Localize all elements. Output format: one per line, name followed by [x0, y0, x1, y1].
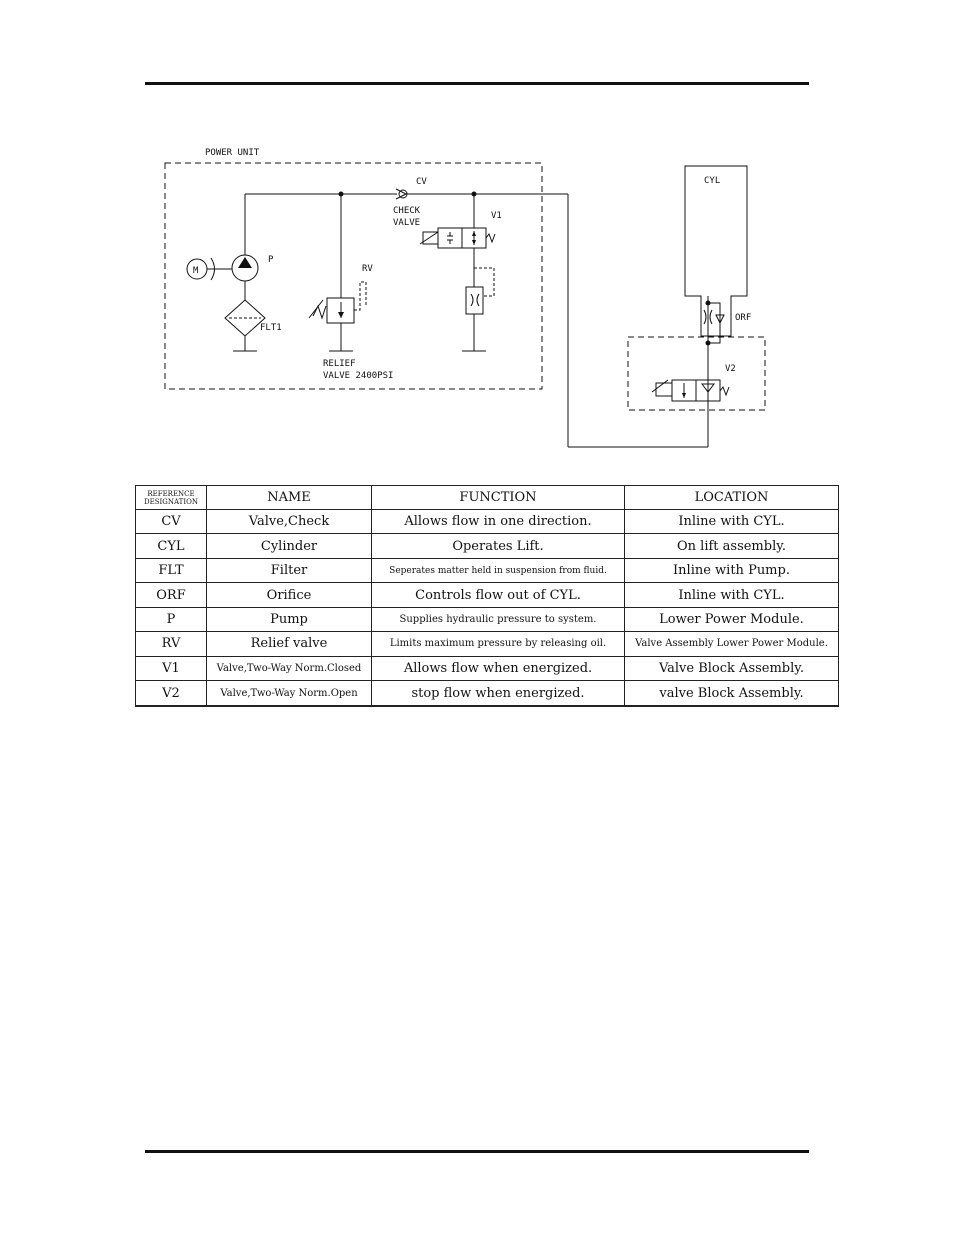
cell-function: Controls flow out of CYL. [371, 582, 625, 608]
cell-name: Pump [206, 606, 372, 633]
cell-ref: V2 [135, 680, 207, 708]
power-unit-boundary [164, 162, 543, 390]
cell-name: Cylinder [206, 533, 372, 559]
cell-function: Seperates matter held in suspension from… [371, 557, 625, 584]
cell-location: valve Block Assembly. [624, 680, 839, 708]
flt1-label: FLT1 [260, 323, 282, 333]
schematic-labels: POWER UNIT CV CHECK VALVE V1 P M FLT1 RV… [193, 148, 751, 381]
table-row: V1 Valve,Two-Way Norm.Closed Allows flow… [135, 655, 839, 682]
power-unit-label: POWER UNIT [205, 148, 260, 158]
table-row: CV Valve,Check Allows flow in one direct… [135, 508, 839, 535]
ref-header-line1: REFERENCE [147, 489, 195, 498]
cell-ref: CV [135, 508, 207, 535]
cell-location: Lower Power Module. [624, 606, 839, 633]
rv-label: RV [362, 264, 373, 274]
cell-function: Allows flow in one direction. [371, 508, 625, 535]
cell-location: Valve Block Assembly. [624, 655, 839, 682]
table-row: CYL Cylinder Operates Lift. On lift asse… [135, 533, 839, 559]
orf-label: ORF [735, 313, 751, 323]
v2-label: V2 [725, 364, 736, 374]
check-valve-label-2: VALVE [393, 218, 420, 228]
top-rule [145, 82, 809, 85]
cell-location: Inline with CYL. [624, 508, 839, 535]
cylinder-symbol [684, 165, 748, 337]
cell-location: Inline with Pump. [624, 557, 839, 584]
table-row: RV Relief valve Limits maximum pressure … [135, 631, 839, 657]
cell-location: Inline with CYL. [624, 582, 839, 608]
table-header-row: REFERENCE DESIGNATION NAME FUNCTION LOCA… [135, 485, 839, 510]
table-row: V2 Valve,Two-Way Norm.Open stop flow whe… [135, 680, 839, 708]
cell-location: On lift assembly. [624, 533, 839, 559]
cell-ref: CYL [135, 533, 207, 559]
cell-ref: P [135, 606, 207, 633]
col-header-location: LOCATION [624, 485, 839, 510]
table-row: FLT Filter Seperates matter held in susp… [135, 557, 839, 584]
cell-function: Limits maximum pressure by releasing oil… [371, 631, 625, 657]
cell-name: Valve,Check [206, 508, 372, 535]
v1-label: V1 [491, 211, 502, 221]
reference-table: REFERENCE DESIGNATION NAME FUNCTION LOCA… [135, 485, 839, 708]
m-label: M [193, 266, 199, 276]
cell-function: Operates Lift. [371, 533, 625, 559]
p-label: P [268, 255, 274, 265]
cell-ref: RV [135, 631, 207, 657]
ref-header-line2: DESIGNATION [144, 497, 198, 506]
v1-orifice-symbol [465, 286, 484, 315]
relief-label-1: RELIEF [323, 359, 356, 369]
check-valve-label-1: CHECK [393, 206, 421, 216]
cell-ref: FLT [135, 557, 207, 584]
cell-name: Relief valve [206, 631, 372, 657]
bottom-rule [145, 1150, 809, 1153]
cell-name: Valve,Two-Way Norm.Closed [206, 655, 372, 682]
cell-name: Orifice [206, 582, 372, 608]
hydraulic-schematic: POWER UNIT CV CHECK VALVE V1 P M FLT1 RV… [164, 148, 766, 448]
table-row: P Pump Supplies hydraulic pressure to sy… [135, 606, 839, 633]
cell-name: Filter [206, 557, 372, 584]
cell-function: Supplies hydraulic pressure to system. [371, 606, 625, 633]
col-header-name: NAME [206, 485, 372, 510]
cell-ref: ORF [135, 582, 207, 608]
table-row: ORF Orifice Controls flow out of CYL. In… [135, 582, 839, 608]
cell-function: Allows flow when energized. [371, 655, 625, 682]
check-valve-symbol [395, 188, 408, 200]
col-header-function: FUNCTION [371, 485, 625, 510]
cyl-label: CYL [704, 176, 720, 186]
cv-label: CV [416, 177, 427, 187]
col-header-ref: REFERENCE DESIGNATION [135, 485, 207, 510]
cell-name: Valve,Two-Way Norm.Open [206, 680, 372, 708]
cell-location: Valve Assembly Lower Power Module. [624, 631, 839, 657]
cell-ref: V1 [135, 655, 207, 682]
cell-function: stop flow when energized. [371, 680, 625, 708]
relief-label-2: VALVE 2400PSI [323, 371, 393, 381]
v2-boundary [627, 336, 766, 411]
